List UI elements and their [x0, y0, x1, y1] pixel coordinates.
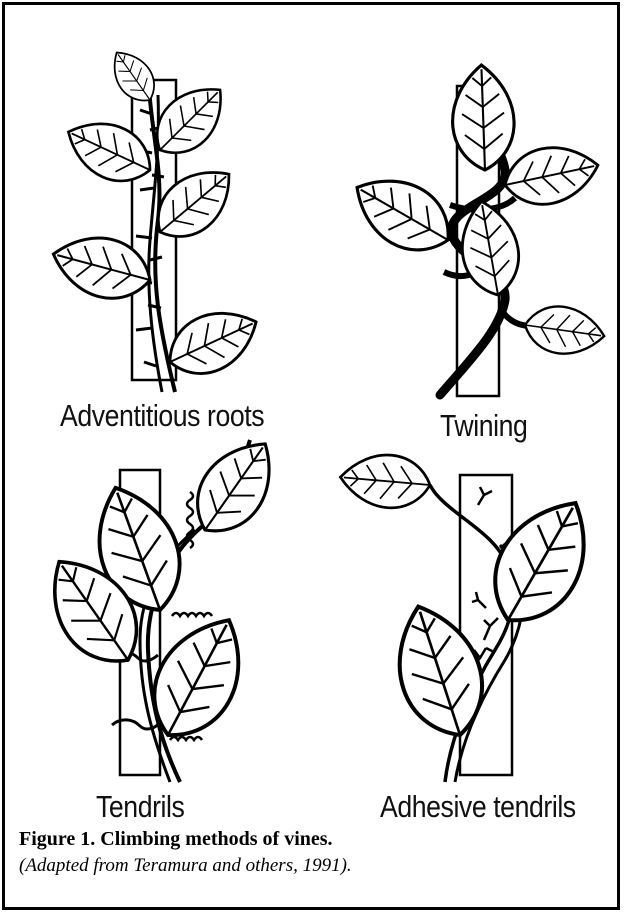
adhesive-tendrils-illustration — [338, 451, 610, 782]
adventitious-roots-illustration — [46, 43, 268, 392]
tendrils-illustration — [30, 426, 290, 782]
panel-label-adventitious-roots: Adventitious roots — [60, 398, 264, 434]
panel-label-twining: Twining — [440, 408, 527, 444]
twining-illustration — [342, 64, 608, 396]
panel-label-adhesive-tendrils: Adhesive tendrils — [380, 789, 576, 825]
figure-caption-title: Figure 1. Climbing methods of vines. — [19, 828, 333, 851]
panel-label-tendrils: Tendrils — [96, 789, 184, 825]
figure-caption-source: (Adapted from Teramura and others, 1991)… — [19, 855, 352, 877]
